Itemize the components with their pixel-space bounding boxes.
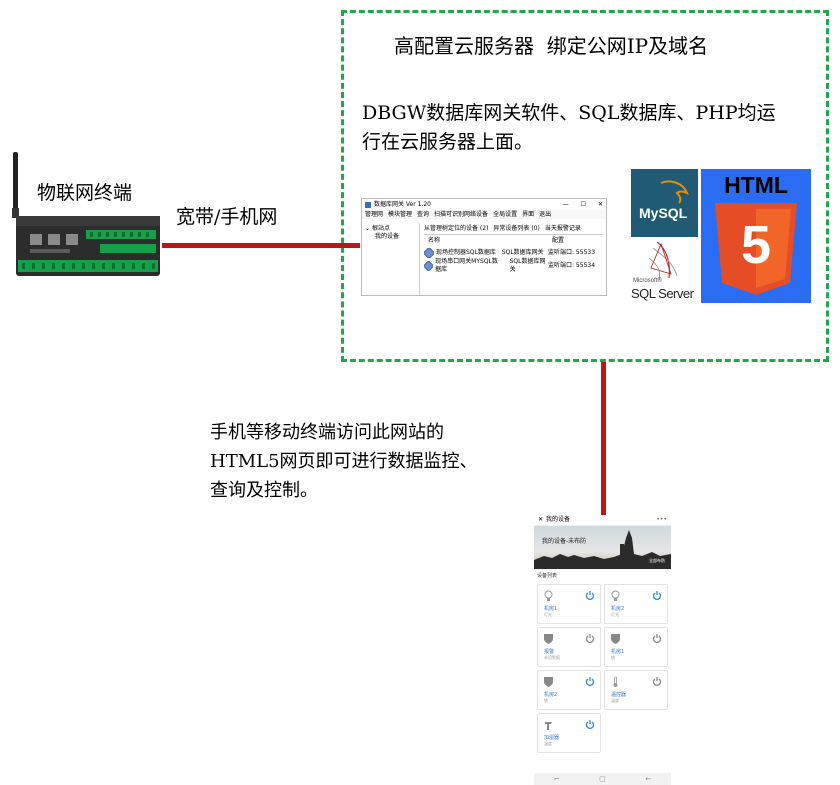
cloud-server-desc-line2: 行在云服务器上面。	[362, 130, 533, 155]
close-button[interactable]: ✕	[598, 201, 603, 209]
dbgw-software-window: 数据库网关 Ver 1.20 — ☐ ✕ 管理网 模块管理 查询 扫描可识别网络…	[361, 198, 607, 296]
device-list: 设备列表 机房1 灯光 机房2 灯光 报警 未设警报	[534, 569, 671, 755]
device-type: 灯光	[544, 612, 552, 618]
phone-banner: 我的设备-未布防 全部布防	[534, 526, 671, 569]
dolphin-icon	[631, 169, 698, 237]
app-icon	[365, 202, 371, 208]
connector-device-to-server	[162, 243, 360, 248]
sqlserver-logo: Microsoft® SQL Server	[631, 238, 701, 304]
recent-apps-button[interactable]: ⌐	[554, 776, 560, 782]
menu-bar: 管理网 模块管理 查询 扫描可识别网络设备 全局设置 界面 退出	[362, 210, 606, 219]
menu-item[interactable]: 全局设置	[493, 211, 517, 219]
window-title: 数据库网关 Ver 1.20	[374, 201, 431, 209]
html5-logo-number: 5	[701, 213, 811, 277]
phone-nav-bar: ⌐ ▢ ←	[534, 773, 671, 785]
phone-note-line3: 查询及控制。	[210, 478, 318, 503]
site-tree: ⌄ 根站点 我的设备	[362, 223, 420, 295]
device-list-title: 设备列表	[537, 571, 668, 581]
arm-all-button[interactable]: 全部布防	[649, 558, 665, 564]
menu-item[interactable]: 管理网	[365, 211, 383, 219]
banner-status: 我的设备-未布防	[542, 539, 586, 545]
phone-screen: ✕ 我的设备 ••• 我的设备-未布防 全部布防 设备列表 机房1 灯光 机房2…	[534, 515, 671, 785]
menu-item[interactable]: 扫描可识别网络设备	[434, 211, 488, 219]
iot-terminal-device	[10, 148, 162, 280]
device-type: 温度	[611, 698, 619, 704]
iot-terminal-icon	[10, 148, 162, 280]
home-button[interactable]: ▢	[599, 776, 606, 782]
device-card[interactable]: 温控器 温度	[604, 670, 668, 710]
table-row[interactable]: 现场串口网关MYSQL数据库 SQL数据库网关 监听端口: 55534	[424, 259, 603, 272]
device-type: 湿度	[544, 741, 552, 747]
cloud-server-title: 高配置云服务器 绑定公网IP及域名	[394, 34, 708, 58]
device-grid: 机房1 灯光 机房2 灯光 报警 未设警报 机房1 锁	[537, 584, 668, 753]
power-icon[interactable]	[652, 676, 662, 686]
thermometer-icon	[610, 676, 621, 688]
power-icon[interactable]	[652, 633, 662, 643]
shield-icon	[543, 633, 554, 645]
chevron-down-icon: ⌄	[365, 225, 372, 232]
column-header-config: 配置	[552, 237, 603, 245]
more-button[interactable]: •••	[656, 517, 667, 523]
device-card[interactable]: 机房1 锁	[604, 627, 668, 667]
power-icon[interactable]	[652, 590, 662, 600]
device-card[interactable]: 加湿器 湿度	[537, 713, 601, 753]
device-type: 锁	[611, 655, 615, 661]
device-panel: 从管理树定位的设备 (2) 异常设备列表 (0) 当天报警记录 名称 配置 现场…	[421, 223, 606, 295]
device-card[interactable]: 机房1 灯光	[537, 584, 601, 624]
sqlserver-logo-text: SQL Server	[631, 286, 693, 301]
menu-item[interactable]: 界面	[522, 211, 534, 219]
iot-terminal-label: 物联网终端	[37, 181, 132, 205]
network-icon	[424, 248, 434, 258]
phone-note-line2: HTML5网页即可进行数据监控、	[210, 449, 478, 474]
device-type: 锁	[544, 698, 548, 704]
phone-title: 我的设备	[543, 517, 656, 523]
tab-alarm-records[interactable]: 当天报警记录	[545, 225, 581, 233]
connection-label: 宽带/手机网	[176, 205, 277, 229]
minimize-button[interactable]: —	[563, 201, 569, 209]
mysql-logo-text: MySQL	[639, 205, 687, 221]
menu-item[interactable]: 模块管理	[388, 211, 412, 219]
sqlserver-icon	[631, 238, 701, 282]
power-icon[interactable]	[585, 633, 595, 643]
tree-node-root[interactable]: ⌄ 根站点	[365, 225, 416, 233]
shield-icon	[610, 633, 621, 645]
device-type: 未设警报	[544, 655, 560, 661]
tab-located-devices[interactable]: 从管理树定位的设备 (2)	[424, 225, 488, 233]
column-header-name: 名称	[424, 237, 552, 245]
menu-item[interactable]: 退出	[539, 211, 551, 219]
tree-node-my-devices[interactable]: 我的设备	[365, 233, 416, 241]
sqlserver-logo-small: Microsoft®	[633, 278, 662, 284]
power-icon[interactable]	[585, 719, 595, 729]
power-icon[interactable]	[585, 676, 595, 686]
menu-item[interactable]: 查询	[417, 211, 429, 219]
window-titlebar: 数据库网关 Ver 1.20 — ☐ ✕	[362, 199, 606, 210]
tab-abnormal-devices[interactable]: 异常设备列表 (0)	[493, 225, 539, 233]
shield-icon	[543, 676, 554, 688]
cloud-server-desc-line1: DBGW数据库网关软件、SQL数据库、PHP均运	[362, 101, 776, 126]
device-card[interactable]: 机房2 灯光	[604, 584, 668, 624]
power-icon[interactable]	[585, 590, 595, 600]
device-type: 灯光	[611, 612, 619, 618]
device-tabs: 从管理树定位的设备 (2) 异常设备列表 (0) 当天报警记录	[424, 224, 603, 235]
connector-server-to-phone	[601, 362, 606, 516]
html5-logo: HTML 5	[701, 169, 811, 303]
bulb-icon	[543, 590, 554, 602]
table-header: 名称 配置	[424, 235, 603, 246]
humidifier-icon	[543, 719, 554, 731]
phone-note-line1: 手机等移动终端访问此网站的	[210, 420, 444, 445]
maximize-button[interactable]: ☐	[581, 201, 586, 209]
network-icon	[424, 261, 433, 271]
mysql-logo: MySQL	[631, 169, 698, 237]
device-card[interactable]: 报警 未设警报	[537, 627, 601, 667]
phone-titlebar: ✕ 我的设备 •••	[534, 515, 671, 526]
device-card[interactable]: 机房2 锁	[537, 670, 601, 710]
back-button[interactable]: ←	[645, 776, 651, 782]
bulb-icon	[610, 590, 621, 602]
